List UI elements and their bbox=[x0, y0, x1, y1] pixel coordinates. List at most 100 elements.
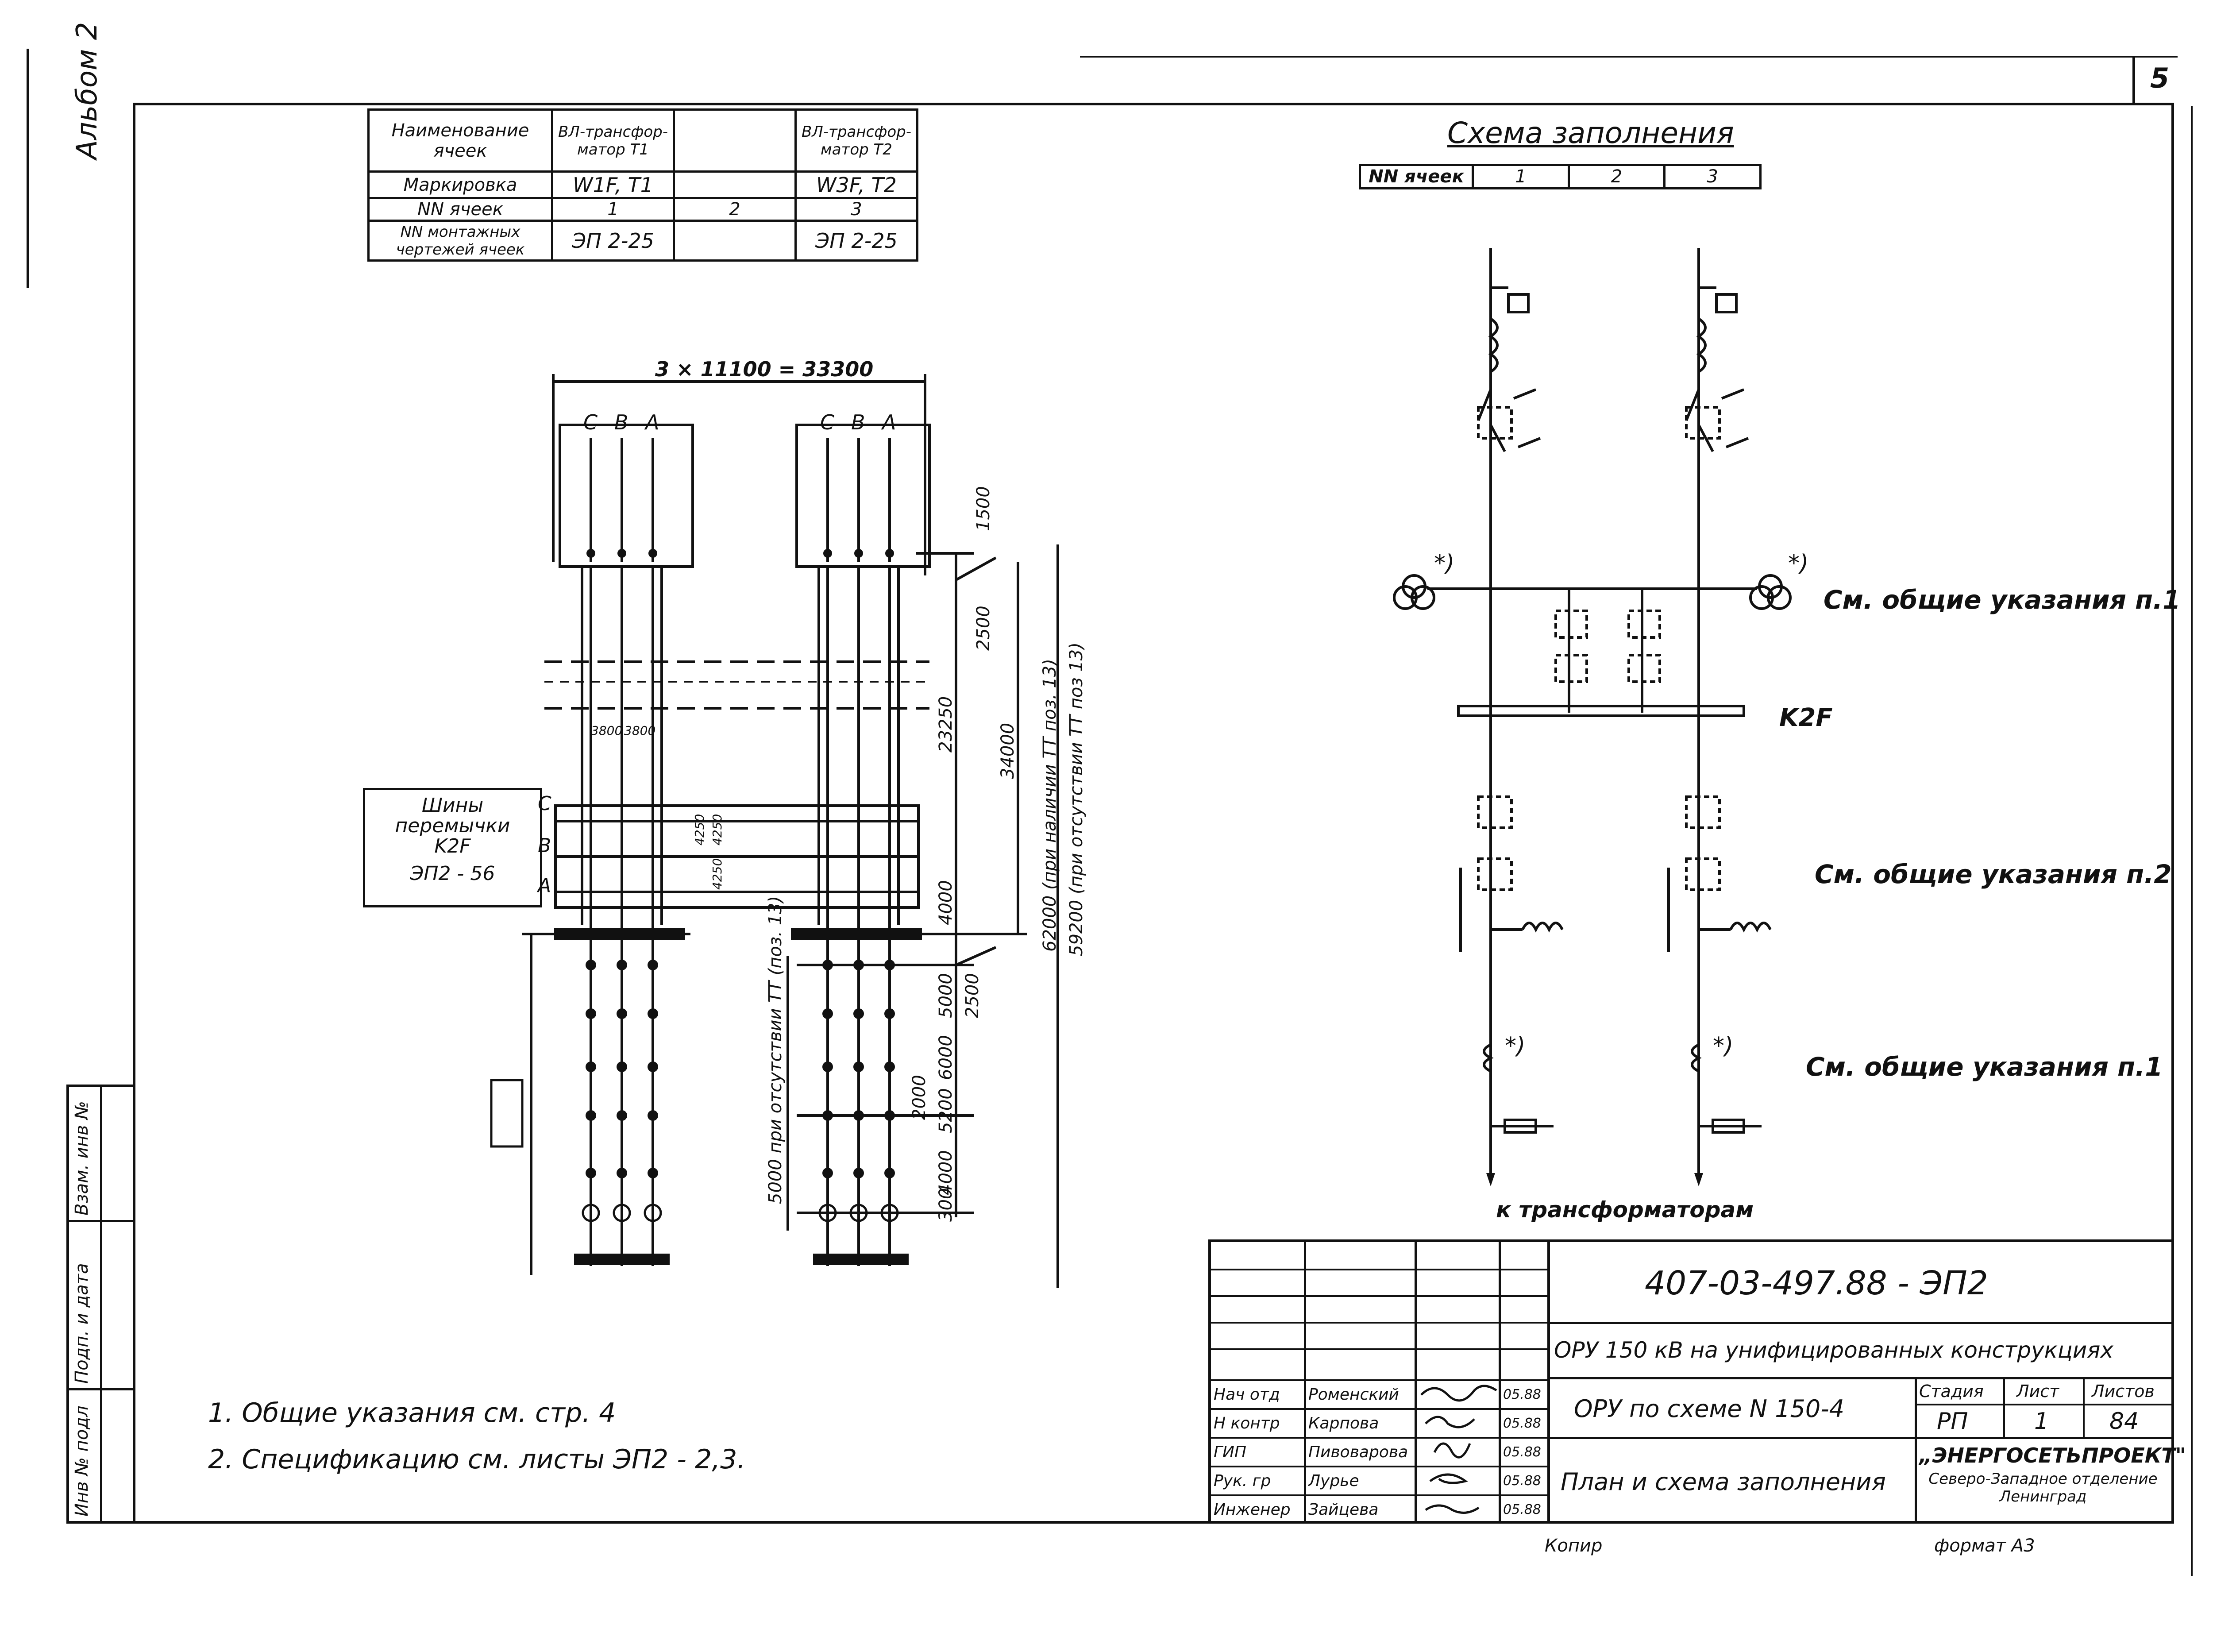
page-number: 5 bbox=[2150, 62, 2170, 94]
stamp-role-1: Нач отд bbox=[1214, 1386, 1280, 1404]
note-2: 2. Спецификацию см. листы ЭП2 - 2,3. bbox=[208, 1444, 746, 1475]
scheme-cell-2: 2 bbox=[1567, 164, 1666, 189]
plan-phase-c-1: C bbox=[583, 410, 598, 434]
bus-jumper-box: Шины перемычки K2F ЭП2 - 56 bbox=[363, 788, 542, 907]
cell-name-header: Наименование ячеек bbox=[367, 108, 553, 173]
stamp-stage-hdr: Стадия bbox=[1919, 1382, 1984, 1401]
stamp-role-3: ГИП bbox=[1214, 1443, 1247, 1461]
dim-4250-a: 4250 bbox=[692, 814, 707, 845]
dim-34000: 34000 bbox=[998, 723, 1018, 779]
dim-2500-top: 2500 bbox=[973, 606, 994, 651]
drawing-frame bbox=[133, 103, 2174, 1524]
general-notes: 1. Общие указания см. стр. 4 2. Специфик… bbox=[208, 1390, 746, 1483]
col1-name: ВЛ-трансфор-матор Т1 bbox=[551, 108, 675, 173]
bus-box-line-2: перемычки bbox=[395, 814, 510, 837]
stamp-date-4: 05.88 bbox=[1503, 1473, 1541, 1489]
stamp-scheme: ОРУ по схеме N 150-4 bbox=[1574, 1395, 1845, 1423]
stamp-role-2: Н контр bbox=[1214, 1414, 1280, 1432]
stamp-sheet-hdr: Лист bbox=[2016, 1382, 2059, 1401]
bus-phase-a: A bbox=[536, 874, 551, 897]
col2-drawing bbox=[673, 220, 797, 262]
dim-4000-low: 4000 bbox=[936, 1150, 956, 1195]
format-label: формат А3 bbox=[1934, 1536, 2035, 1556]
bus-box-line-1: Шины bbox=[421, 794, 484, 817]
drawing-header: NN монтажных чертежей ячеек bbox=[367, 220, 553, 262]
dim-62000: 62000 (при наличии ТТ поз. 13) bbox=[1040, 659, 1060, 952]
star-mark-2: *) bbox=[1788, 550, 1808, 577]
col1-number: 1 bbox=[551, 197, 675, 222]
scheme-cells-label: NN ячеек bbox=[1359, 164, 1474, 189]
stamp-sheet-title: План и схема заполнения bbox=[1561, 1468, 1886, 1496]
col2-name bbox=[673, 108, 797, 173]
stamp-project: ОРУ 150 кВ на унифицированных конструкци… bbox=[1554, 1337, 2113, 1363]
dim-4250-b: 4250 bbox=[710, 814, 725, 845]
stamp-date-5: 05.88 bbox=[1503, 1502, 1541, 1517]
stamp-sheets-hdr: Листов bbox=[2092, 1382, 2155, 1401]
dim-5000-note: 5000 при отсутствии ТТ (поз. 13) bbox=[765, 896, 786, 1204]
stamp-doc-code: 407-03-497.88 - ЭП2 bbox=[1645, 1264, 1988, 1302]
title-block: Нач отд Н контр ГИП Рук. гр Инженер Роме… bbox=[1208, 1239, 2186, 1521]
scheme-cell-1: 1 bbox=[1472, 164, 1570, 189]
plan-phase-a-1: A bbox=[644, 410, 659, 434]
dim-2500-mid: 2500 bbox=[962, 973, 983, 1018]
col3-marking: W3F, T2 bbox=[794, 170, 918, 199]
plan-side-box bbox=[490, 1079, 524, 1148]
stamp-name-2: Карпова bbox=[1308, 1414, 1379, 1432]
stamp-role-4: Рук. гр bbox=[1214, 1472, 1271, 1490]
page-number-box bbox=[2132, 58, 2179, 104]
scheme-note-2: См. общие указания п.2 bbox=[1815, 859, 2172, 889]
scheme-note-1-bottom: См. общие указания п.1 bbox=[1806, 1052, 2163, 1082]
stamp-role-5: Инженер bbox=[1214, 1501, 1291, 1519]
bus-box-line-4: ЭП2 - 56 bbox=[410, 862, 495, 885]
stamp-stage: РП bbox=[1937, 1408, 1968, 1435]
dim-59200: 59200 (при отсутствии ТТ поз 13) bbox=[1066, 642, 1087, 956]
stamp-org-sub: Северо-Западное отделение Ленинград bbox=[1928, 1470, 2158, 1505]
stamp-name-5: Зайцева bbox=[1308, 1501, 1379, 1519]
col3-drawing: ЭП 2-25 bbox=[794, 220, 918, 262]
col1-drawing: ЭП 2-25 bbox=[551, 220, 675, 262]
stamp-name-3: Пивоварова bbox=[1308, 1443, 1408, 1461]
scheme-bus-label: K2F bbox=[1779, 703, 1833, 732]
plan-overall-dim: 3 × 11100 = 33300 bbox=[655, 357, 873, 381]
dim-4000: 4000 bbox=[936, 880, 956, 925]
plan-phase-b-1: B bbox=[614, 410, 628, 434]
dim-23250: 23250 bbox=[936, 696, 956, 753]
dim-3800-a: 3800 bbox=[591, 723, 622, 738]
dim-2000: 2000 bbox=[909, 1075, 929, 1120]
dim-4250-c: 4250 bbox=[710, 858, 725, 890]
marking-header: Маркировка bbox=[367, 170, 553, 199]
stamp-org: „ЭНЕРГОСЕТЬПРОЕКТ" bbox=[1919, 1444, 2186, 1467]
cells-table: Наименование ячеек ВЛ-трансфор-матор Т1 … bbox=[367, 108, 918, 262]
signatures-icon bbox=[1420, 1385, 1497, 1514]
plan-phase-c-2: C bbox=[820, 410, 834, 434]
top-right-rule bbox=[1080, 56, 2178, 58]
scheme-cells-row: NN ячеек 1 2 3 bbox=[1359, 164, 1762, 189]
plan-phase-b-2: B bbox=[851, 410, 865, 434]
dim-3800-b: 3800 bbox=[624, 723, 655, 738]
scheme-note-1-top: См. общие указания п.1 bbox=[1824, 585, 2181, 615]
col3-number: 3 bbox=[794, 197, 918, 222]
stamp-name-1: Роменский bbox=[1308, 1386, 1399, 1404]
stamp-sheets-num: 84 bbox=[2109, 1408, 2139, 1435]
dim-1500: 1500 bbox=[973, 486, 994, 531]
stamp-date-1: 05.88 bbox=[1503, 1387, 1541, 1402]
col2-number: 2 bbox=[673, 197, 797, 222]
scheme-cell-3: 3 bbox=[1663, 164, 1762, 189]
right-margin-line bbox=[2191, 106, 2193, 1576]
note-1: 1. Общие указания см. стр. 4 bbox=[208, 1397, 616, 1428]
stamp-date-3: 05.88 bbox=[1503, 1444, 1541, 1460]
number-header: NN ячеек bbox=[367, 197, 553, 222]
plan-phase-a-2: A bbox=[881, 410, 896, 434]
dim-300: 300 bbox=[936, 1188, 956, 1222]
star-mark-4: *) bbox=[1713, 1033, 1733, 1059]
stamp-date-2: 05.88 bbox=[1503, 1416, 1541, 1431]
col2-marking bbox=[673, 170, 797, 199]
stamp-sheet-num: 1 bbox=[2034, 1408, 2049, 1435]
star-mark-3: *) bbox=[1505, 1033, 1525, 1059]
star-mark-1: *) bbox=[1434, 550, 1454, 577]
scheme-title: Схема заполнения bbox=[1447, 116, 1734, 150]
col1-marking: W1F, T1 bbox=[551, 170, 675, 199]
col3-name: ВЛ-трансфор-матор Т2 bbox=[794, 108, 918, 173]
left-strip: Инв № подл Подп. и дата Взам. инв № bbox=[66, 1085, 135, 1524]
